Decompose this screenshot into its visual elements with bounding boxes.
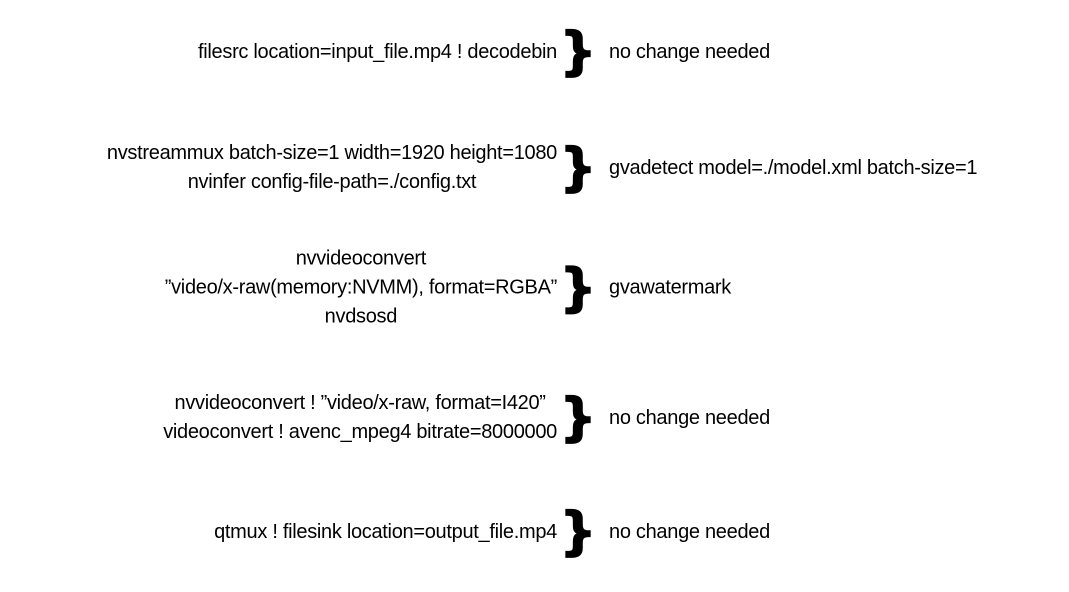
deepstream-pipeline-text: filesrc location=input_file.mp4 ! decode… [0,38,557,67]
pipeline-mapping-row: nvstreammux batch-size=1 width=1920 heig… [0,139,1069,197]
pipeline-mapping-row: qtmux ! filesink location=output_file.mp… [0,502,1069,562]
pipeline-mapping-row: nvvideoconvert ! ”video/x-raw, format=I4… [0,389,1069,447]
pipeline-line: ”video/x-raw(memory:NVMM), format=RGBA” [164,276,558,299]
pipeline-line: videoconvert ! avenc_mpeg4 bitrate=80000… [163,421,557,443]
pipeline-line: filesrc location=input_file.mp4 ! decode… [198,40,557,63]
dlstreamer-replacement-text: no change needed [609,520,770,543]
pipeline-line: qtmux ! filesink location=output_file.mp… [214,520,557,543]
deepstream-pipeline-text: nvstreammux batch-size=1 width=1920 heig… [0,139,557,197]
pipeline-line: nvdsosd [324,305,398,328]
dlstreamer-replacement-text: gvadetect model=./model.xml batch-size=1 [609,156,978,179]
deepstream-pipeline-text: qtmux ! filesink location=output_file.mp… [0,518,557,547]
deepstream-pipeline-text: nvvideoconvert ”video/x-raw(memory:NVMM)… [0,245,558,332]
deepstream-pipeline-text: nvvideoconvert ! ”video/x-raw, format=I4… [0,389,557,447]
brace-icon: } [559,502,597,562]
dlstreamer-replacement-text: no change needed [609,40,770,63]
pipeline-line: nvinfer config-file-path=./config.txt [187,171,477,193]
pipeline-mapping-row: filesrc location=input_file.mp4 ! decode… [0,22,1069,82]
dlstreamer-replacement-text: gvawatermark [609,276,731,299]
pipeline-line: nvvideoconvert [295,247,427,270]
brace-icon: } [559,22,597,82]
pipeline-line: nvstreammux batch-size=1 width=1920 heig… [106,142,557,164]
pipeline-line: nvvideoconvert ! ”video/x-raw, format=I4… [174,392,546,414]
brace-icon: } [559,258,597,318]
brace-icon: } [559,138,597,198]
brace-icon: } [559,388,597,448]
pipeline-mapping-row: nvvideoconvert ”video/x-raw(memory:NVMM)… [0,245,1069,332]
dlstreamer-replacement-text: no change needed [609,406,770,429]
